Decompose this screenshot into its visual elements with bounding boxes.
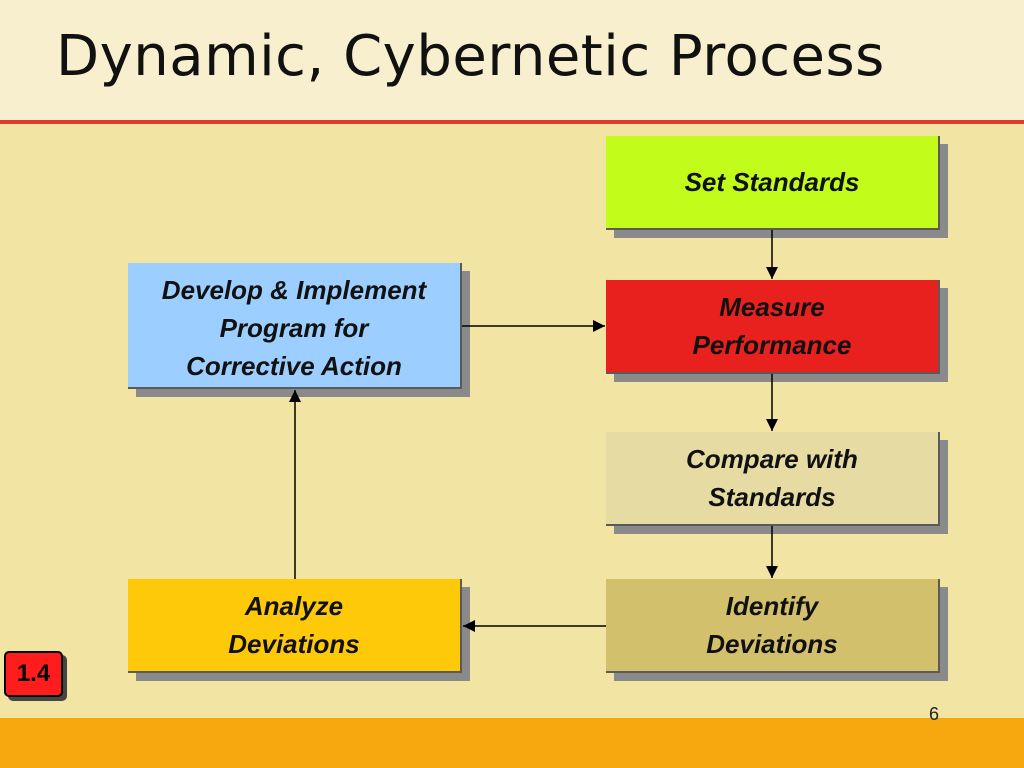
node-identify-deviations-label: Identify Deviations xyxy=(706,591,838,659)
node-compare-with-standards-label: Compare with Standards xyxy=(686,444,858,512)
node-analyze-deviations: Analyze Deviations xyxy=(128,579,462,673)
header-divider xyxy=(0,120,1024,124)
figure-badge: 1.4 xyxy=(4,651,63,697)
node-measure-performance-label: Measure Performance xyxy=(692,292,852,360)
node-develop-program-label: Develop & Implement Program for Correcti… xyxy=(161,275,427,381)
slide-footer-band xyxy=(0,718,1024,768)
node-measure-performance: Measure Performance xyxy=(606,280,940,374)
node-develop-program: Develop & Implement Program for Correcti… xyxy=(128,263,462,389)
node-set-standards-label: Set Standards xyxy=(684,167,860,197)
node-set-standards: Set Standards xyxy=(606,136,940,230)
node-identify-deviations: Identify Deviations xyxy=(606,579,940,673)
slide-title: Dynamic, Cybernetic Process xyxy=(56,24,885,89)
slide-header xyxy=(0,0,1024,120)
page-number: 6 xyxy=(929,704,940,724)
node-compare-with-standards: Compare with Standards xyxy=(606,432,940,526)
node-analyze-deviations-label: Analyze Deviations xyxy=(228,591,360,659)
